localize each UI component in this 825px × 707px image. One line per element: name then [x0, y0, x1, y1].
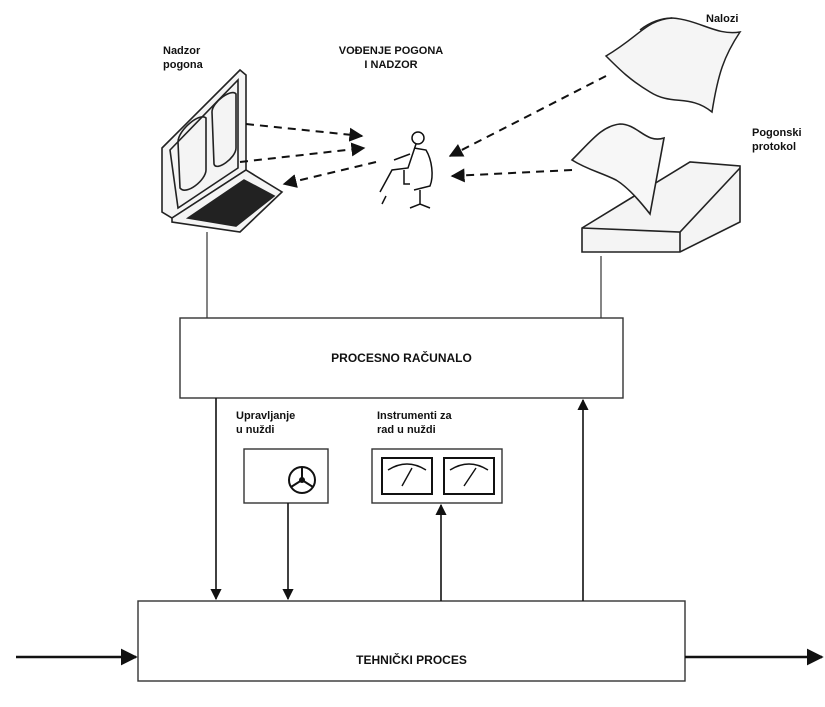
process-computer-box [179, 317, 624, 399]
arrow-monitor-to-operator-1 [245, 123, 364, 142]
connection-lines [206, 232, 602, 318]
operations-log-printer-icon [570, 123, 741, 253]
signal-arrows [16, 398, 824, 666]
technical-process-label: TEHNIČKI PROCES [356, 653, 467, 667]
arrow-orders-to-operator [448, 75, 607, 157]
emergency-instruments-label: Instrumenti za rad u nuždi [377, 410, 452, 436]
emergency-control-label: Upravljanje u nuždi [236, 410, 296, 436]
operations-log-label: Pogonski protokol [752, 127, 802, 153]
process-computer-label: PROCESNO RAČUNALO [331, 351, 472, 365]
technical-process-box [137, 600, 686, 682]
arrow-log-to-operator [450, 168, 573, 183]
arrow-monitor-to-operator-2 [239, 142, 366, 163]
emergency-instruments-panel [371, 448, 503, 504]
plant-monitoring-label: Nadzor pogona [163, 45, 203, 71]
monitoring-workstation [161, 68, 284, 233]
dashed-info-arrows [239, 75, 607, 188]
arrow-operator-to-monitor [282, 161, 377, 188]
operations-supervision-label: VOĐENJE POGONA I NADZOR [338, 45, 444, 71]
orders-document-icon [604, 17, 742, 114]
operator-icon [379, 131, 433, 209]
orders-label: Nalozi [706, 13, 739, 25]
emergency-control-panel [243, 448, 329, 504]
